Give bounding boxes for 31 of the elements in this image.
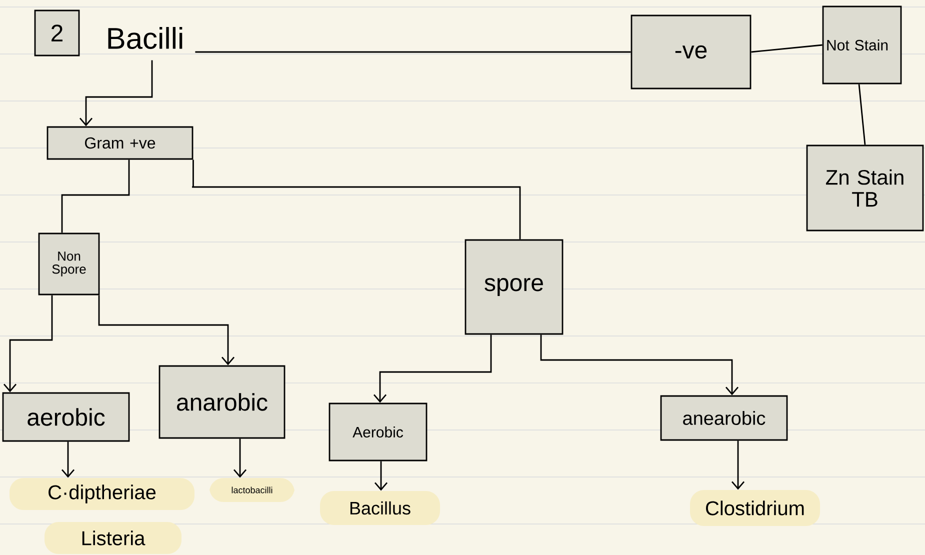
arrow <box>3 295 53 392</box>
heading-text: Bacilli <box>108 26 182 50</box>
labelled-box: Gram +ve <box>46 126 194 160</box>
labelled-box: Zn Stain TB <box>806 144 924 232</box>
highlighted-text: Bacillus <box>320 491 440 525</box>
arrow <box>374 461 388 491</box>
labelled-box: Non Spore <box>38 232 100 296</box>
connector-line <box>191 160 521 240</box>
arrow <box>233 438 247 478</box>
highlighted-text: Clostidrium <box>690 490 820 526</box>
labelled-box: 2 <box>34 10 80 56</box>
connector-line <box>61 160 130 233</box>
labelled-box: aerobic <box>2 392 130 442</box>
labelled-box: Not Stain <box>822 6 902 84</box>
labelled-box: anarobic <box>158 365 286 439</box>
arrow <box>79 60 153 126</box>
connector-line <box>858 84 866 145</box>
labelled-box: anearobic <box>660 395 788 441</box>
highlighted-text: lactobacilli <box>210 478 294 502</box>
connector-line <box>751 44 822 53</box>
connector-line <box>195 51 631 53</box>
arrow <box>98 295 235 366</box>
labelled-box: Aerobic <box>328 402 428 462</box>
highlighted-text: C·diptheriae <box>10 478 194 510</box>
labelled-box: spore <box>464 239 564 335</box>
arrow <box>540 334 739 396</box>
arrow <box>731 440 745 490</box>
highlighted-text: Listeria <box>44 522 182 554</box>
arrow <box>373 334 492 403</box>
labelled-box: -ve <box>630 14 752 90</box>
arrow <box>61 442 75 478</box>
